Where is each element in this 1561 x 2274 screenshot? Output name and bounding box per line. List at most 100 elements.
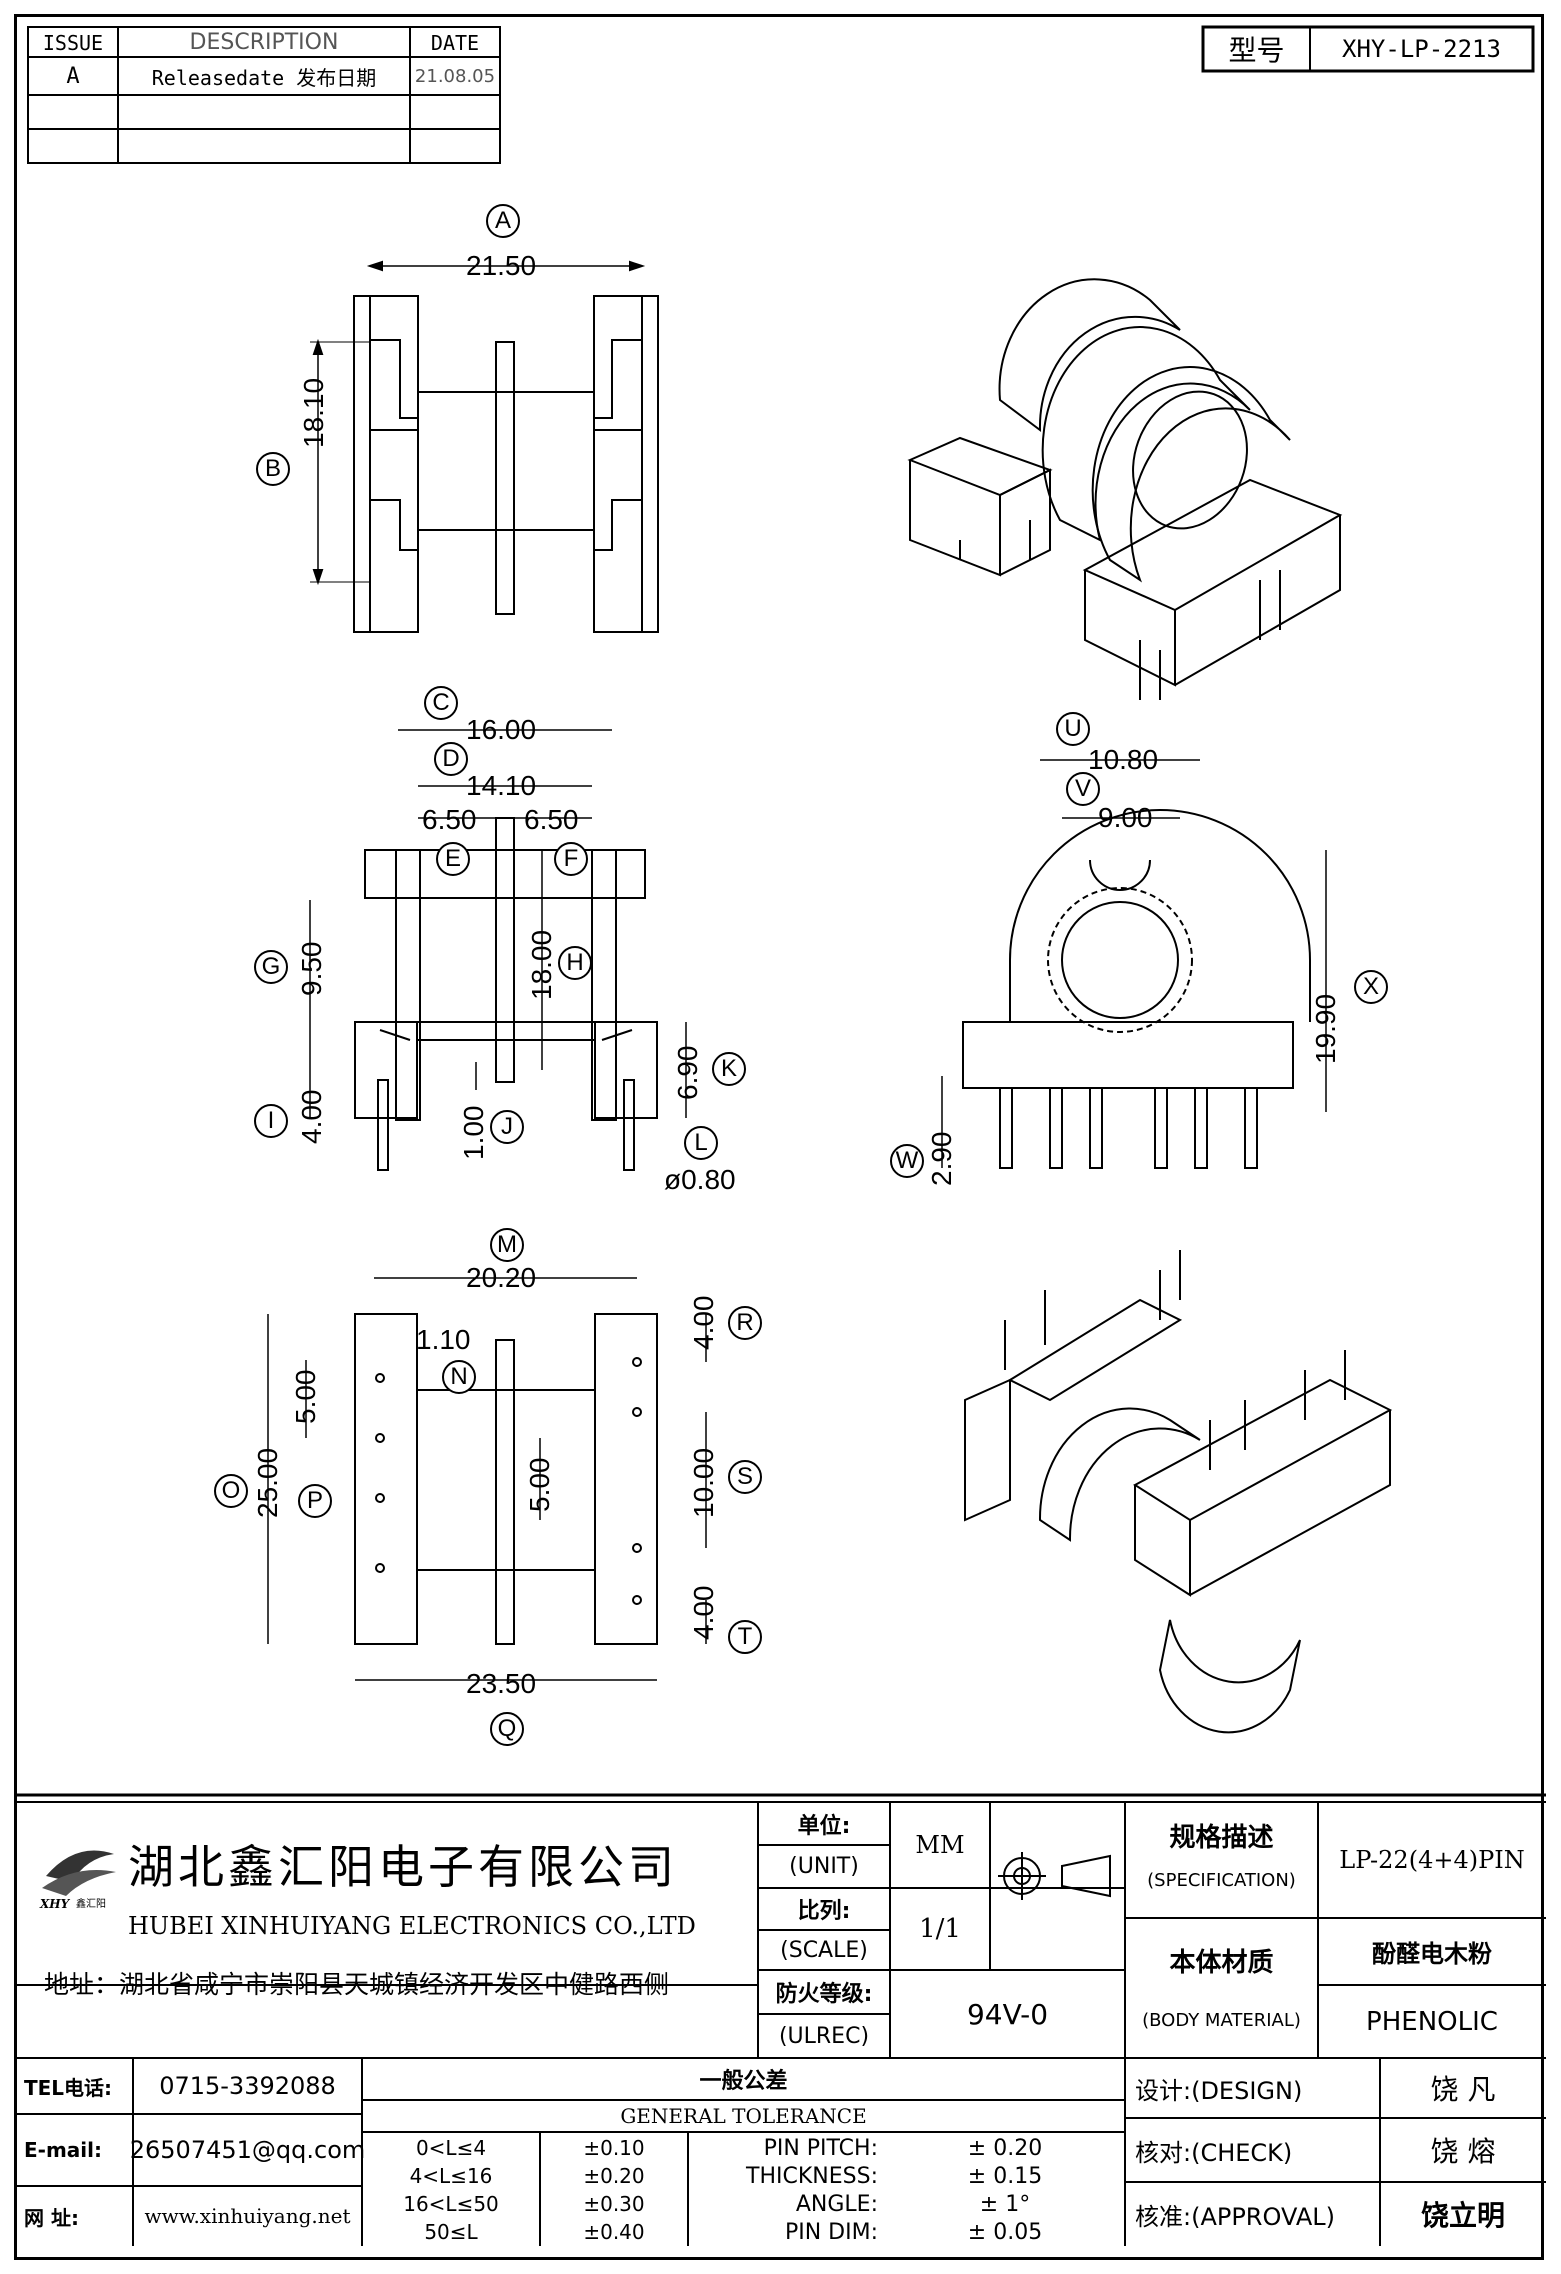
- tolerance-range-3: 16<L≤50: [403, 2192, 499, 2216]
- callout-q: Q: [490, 1712, 524, 1746]
- rev-header-issue: ISSUE: [42, 30, 104, 55]
- unit-label-en: (UNIT): [789, 1854, 859, 1879]
- dim-x: 19.90: [1310, 993, 1341, 1064]
- approval-name: 饶立明: [1420, 2199, 1505, 2232]
- spec-label: 规格描述: [1169, 1822, 1274, 1853]
- dim-g: 9.50: [296, 941, 327, 997]
- tolerance-item-label-4: PIN DIM:: [784, 2219, 878, 2245]
- ulrec-label: 防火等级:: [775, 1982, 873, 2007]
- company-name-cn: 湖北鑫汇阳电子有限公司: [128, 1840, 678, 1894]
- material-value-cn: 酚醛电木粉: [1372, 1940, 1492, 1968]
- title-block-grid: [14, 1793, 1546, 2246]
- rev-row-issue: A: [66, 64, 80, 89]
- dim-r: 4.00: [688, 1295, 719, 1351]
- tolerance-item-value-4: ± 0.05: [967, 2219, 1043, 2245]
- check-name: 饶 熔: [1430, 2135, 1496, 2168]
- dim-p: 5.00: [290, 1369, 321, 1425]
- callout-e: E: [436, 842, 470, 876]
- email-label: E-mail:: [24, 2138, 103, 2162]
- rev-header-description: DESCRIPTION: [189, 30, 339, 55]
- isometric-bottom: [964, 1250, 1393, 1734]
- dim-q: 23.50: [466, 1668, 537, 1699]
- scale-label: 比列:: [797, 1899, 851, 1924]
- dim-o: 25.00: [252, 1447, 283, 1518]
- tolerance-value-2: ±0.20: [583, 2164, 645, 2188]
- callout-u: U: [1056, 712, 1090, 746]
- tolerance-range-4: 50≤L: [424, 2220, 478, 2244]
- callout-o: O: [214, 1474, 248, 1508]
- callout-g: G: [254, 950, 288, 984]
- dim-l: ø0.80: [664, 1164, 736, 1195]
- material-label-en: (BODY MATERIAL): [1142, 2009, 1301, 2031]
- company-logo: XHY 鑫汇阳: [36, 1836, 120, 1916]
- design-label: 设计:(DESIGN): [1135, 2076, 1303, 2105]
- dim-p2: 5.00: [524, 1457, 555, 1513]
- isometric-top: [907, 278, 1343, 700]
- tel-value: 0715-3392088: [159, 2072, 336, 2100]
- web-value: www.xinhuiyang.net: [144, 2204, 351, 2228]
- scale-label-en: (SCALE): [780, 1937, 868, 1963]
- callout-h: H: [558, 946, 592, 980]
- unit-value: MM: [915, 1831, 965, 1859]
- tolerance-range-1: 0<L≤4: [415, 2136, 487, 2160]
- view-front: [309, 729, 687, 1171]
- tolerance-item-value-3: ± 1°: [979, 2191, 1031, 2217]
- company-name-en: HUBEI XINHUIYANG ELECTRONICS CO.,LTD: [128, 1912, 696, 1940]
- rev-row-date: 21.08.05: [414, 66, 496, 87]
- tolerance-value-1: ±0.10: [583, 2136, 645, 2160]
- email-value: 26507451@qq.com: [129, 2136, 366, 2164]
- callout-d: D: [434, 742, 468, 776]
- dim-h: 18.00: [526, 929, 557, 1000]
- tolerance-value-4: ±0.40: [583, 2220, 645, 2244]
- callout-w: W: [890, 1144, 924, 1178]
- dim-j: 1.00: [458, 1105, 489, 1161]
- callout-s: S: [728, 1460, 762, 1494]
- callout-r: R: [728, 1306, 762, 1340]
- logo-mark-icon: [42, 1850, 116, 1896]
- logo-text: XHY: [40, 1897, 70, 1911]
- dim-w: 2.90: [926, 1131, 957, 1187]
- dim-f: 6.50: [524, 804, 579, 835]
- dim-k: 6.90: [672, 1045, 703, 1101]
- dim-s: 10.00: [688, 1447, 719, 1518]
- dim-b: 18.10: [298, 377, 329, 448]
- tolerance-item-value-2: ± 0.15: [967, 2163, 1043, 2189]
- spec-value: LP-22(4+4)PIN: [1339, 1846, 1525, 1874]
- callout-m: M: [490, 1228, 524, 1262]
- approval-label: 核准:(APPROVAL): [1135, 2202, 1335, 2231]
- part-number-box: [1201, 25, 1535, 73]
- callout-b: B: [256, 452, 290, 486]
- callout-v: V: [1066, 772, 1100, 806]
- view-bottom: [267, 1277, 707, 1681]
- rev-header-date: DATE: [430, 30, 480, 55]
- dim-e: 6.50: [422, 804, 477, 835]
- drawing-sheet-border: [14, 14, 1544, 2260]
- callout-j: J: [490, 1110, 524, 1144]
- callout-t: T: [728, 1620, 762, 1654]
- dim-d: 14.10: [466, 770, 537, 801]
- tolerance-item-value-1: ± 0.20: [967, 2135, 1043, 2161]
- dim-n: 1.10: [416, 1324, 471, 1355]
- dim-u: 10.80: [1088, 744, 1159, 775]
- dim-c: 16.00: [466, 714, 537, 745]
- dim-t: 4.00: [688, 1585, 719, 1641]
- material-label: 本体材质: [1169, 1947, 1274, 1978]
- callout-n: N: [442, 1360, 476, 1394]
- tolerance-title-en: GENERAL TOLERANCE: [620, 2104, 867, 2128]
- unit-label: 单位:: [797, 1813, 851, 1839]
- spec-label-en: (SPECIFICATION): [1147, 1869, 1296, 1891]
- tolerance-item-label-3: ANGLE:: [795, 2191, 878, 2217]
- dim-v: 9.00: [1098, 802, 1153, 833]
- dim-i: 4.00: [296, 1089, 327, 1145]
- material-value-en: PHENOLIC: [1366, 2006, 1498, 2037]
- ulrec-value: 94V-0: [966, 1997, 1049, 2031]
- callout-f: F: [554, 842, 588, 876]
- tolerance-range-2: 4<L≤16: [409, 2164, 493, 2188]
- part-number-label: 型号: [1228, 34, 1285, 67]
- ulrec-label-en: (ULREC): [778, 2023, 870, 2049]
- callout-l: L: [684, 1126, 718, 1160]
- revision-table-grid: [27, 26, 501, 164]
- dim-m: 20.20: [466, 1262, 537, 1293]
- check-label: 核对:(CHECK): [1135, 2138, 1293, 2167]
